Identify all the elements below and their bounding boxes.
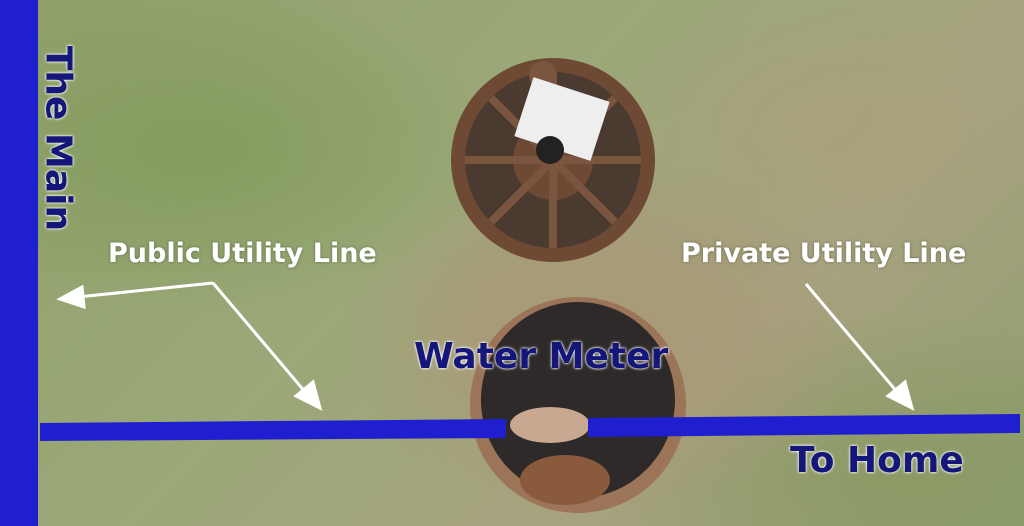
service-pipe-public	[40, 419, 506, 441]
to-home-label: To Home	[790, 440, 964, 481]
arrow-public-down	[211, 282, 308, 394]
private-utility-line-label: Private Utility Line	[681, 238, 967, 269]
public-utility-line-label: Public Utility Line	[108, 238, 377, 269]
arrow-public-left	[77, 281, 214, 299]
arrows	[56, 281, 915, 411]
arrow-private-down	[804, 283, 900, 394]
main-pipe-vertical	[0, 0, 38, 526]
meter-pit	[470, 297, 686, 513]
the-main-label: The Main	[37, 45, 79, 232]
service-pipe-private	[588, 414, 1020, 437]
water-meter-label: Water Meter	[414, 336, 669, 377]
meter-lid	[451, 58, 655, 262]
